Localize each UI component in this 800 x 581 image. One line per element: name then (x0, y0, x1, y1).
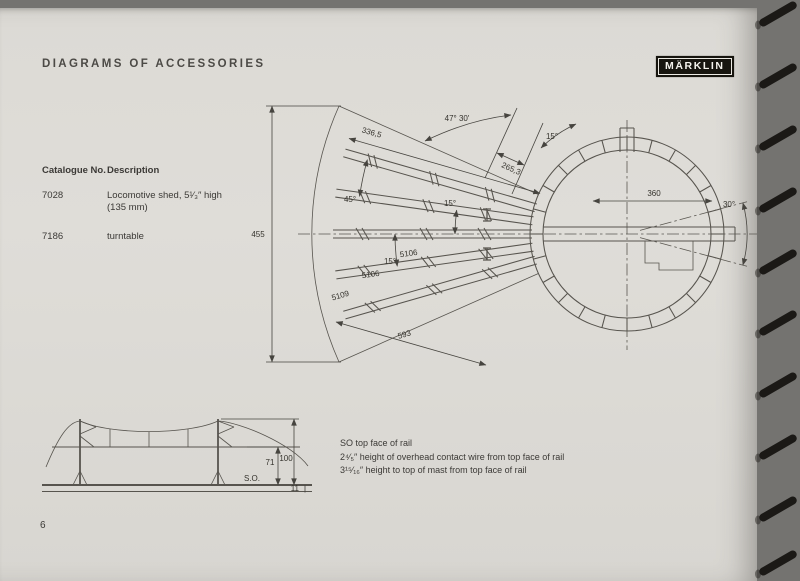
footnote-line: 3¹⁵⁄₁₆″ height to top of mast from top f… (340, 465, 527, 475)
catenary-dimensions (221, 418, 306, 493)
section-marks (483, 208, 491, 261)
part-label-5109: 5109 (331, 289, 351, 303)
marklin-logo: MÄRKLIN (656, 56, 734, 77)
catenary-elevation-drawing (42, 419, 312, 492)
angle-label-30: 30° (723, 200, 735, 209)
dim-label-100: 100 (279, 454, 293, 463)
angle-label-15-b: 15° (444, 199, 456, 208)
footnote-line: SO top face of rail (340, 438, 413, 448)
part-label-5106-b: 5106 (361, 269, 380, 280)
spiral-binding (755, 0, 799, 579)
centerlines (298, 120, 757, 350)
angle-label-47-30: 47° 30' (445, 114, 470, 123)
catalogue-row-description: Locomotive shed, 5¹⁄₃″ high (107, 190, 222, 201)
angle-label-45: 45° (344, 195, 356, 204)
catalogue-row-description-2: (135 mm) (107, 202, 148, 213)
catalogue-header-no: Catalogue No. (42, 165, 106, 176)
dim-label-11: 11 (291, 484, 300, 493)
accessories-diagram: 455 336,5 47° 30' 265,3 45° 15° 15° 15° … (42, 105, 757, 493)
dim-label-593: 593 (397, 328, 413, 340)
catalogue-row-number: 7186 (42, 231, 64, 242)
paper-sheet: DIAGRAMS OF ACCESSORIES MÄRKLIN Catalogu… (0, 8, 757, 581)
marklin-logo-text: MÄRKLIN (658, 58, 732, 75)
dim-label-336-5: 336,5 (361, 126, 383, 140)
pit-notch (644, 241, 694, 271)
part-label-5106-a: 5106 (399, 248, 418, 259)
dim-label-360: 360 (647, 189, 661, 198)
catalogue-header-description: Description (107, 165, 160, 176)
page-number: 6 (40, 520, 46, 531)
rail-top-label: S.O. (244, 474, 260, 483)
dim-label-455: 455 (251, 230, 265, 239)
fan-arc (311, 105, 340, 363)
spiral-coils (755, 0, 799, 579)
footnote-line: 2⁴⁄₅″ height of overhead contact wire fr… (340, 451, 565, 462)
footnotes: SO top face of rail 2⁴⁄₅″ height of over… (340, 437, 564, 478)
angle-label-15-c: 15° (384, 257, 396, 266)
catalogue-row-number: 7028 (42, 190, 64, 201)
dimension-lines (266, 105, 748, 366)
dim-label-71: 71 (266, 458, 275, 467)
angle-label-15-a: 15° (546, 132, 558, 141)
catalogue-row-description: turntable (107, 231, 144, 242)
page-title: DIAGRAMS OF ACCESSORIES (42, 58, 266, 70)
